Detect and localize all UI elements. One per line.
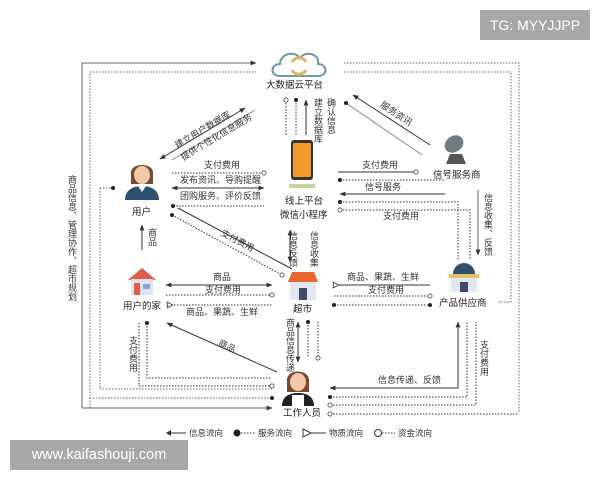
supplier-label: 产品供应商 xyxy=(439,298,487,309)
flow-label-home-staff-pay: 支付费用 xyxy=(127,336,137,372)
platform-label-line1: 线上平台 xyxy=(285,196,324,207)
watermark-bottom-left: www.kaifashouji.com xyxy=(10,440,188,470)
flow-label-signal-pay: 支付费用 xyxy=(362,161,399,171)
outer-frame-lines xyxy=(81,60,520,412)
legend-info-flow: 信息流向 xyxy=(166,427,223,439)
flow-label-product-info-transfer: 商品信息传递 xyxy=(284,318,294,372)
flow-label-info-collect-feedback: 信息收集、反馈 xyxy=(482,193,492,256)
flow-label-info-collect: 信息收集 xyxy=(308,231,318,267)
platform-label-line2: 微信小程序 xyxy=(280,210,328,221)
staff-label: 工作人员 xyxy=(283,408,322,419)
legend-label: 信息流向 xyxy=(189,429,224,439)
flow-label-supplier-staff-pay: 支付费用 xyxy=(478,340,488,376)
flow-label-supplier-produce: 商品、果蔬、生鲜 xyxy=(347,273,420,283)
legend-material-flow: 物质流向 xyxy=(302,427,363,439)
dot-icon xyxy=(233,429,256,437)
circle-icon xyxy=(374,429,396,437)
flow-label-home-pay: 支付费用 xyxy=(205,286,242,296)
warehouse-icon xyxy=(449,263,479,292)
flow-label-info-transfer-feedback: 信息传递、反馈 xyxy=(378,376,442,386)
store-icon xyxy=(288,272,318,300)
satellite-dish-icon xyxy=(444,135,466,164)
flow-label-supplier-pay: 支付费用 xyxy=(383,212,420,222)
signal-provider-label: 信号服务商 xyxy=(433,170,481,181)
flow-label-confirm-info: 确认信息 xyxy=(325,98,335,134)
flow-label-supplier-supermarket-pay: 支付费用 xyxy=(368,286,405,296)
legend-money-flow: 资金流向 xyxy=(373,427,432,439)
house-icon xyxy=(128,268,156,295)
supermarket-label: 超市 xyxy=(293,304,313,315)
flow-label-user-home-goods: 商品 xyxy=(146,228,156,246)
arrow-left-icon xyxy=(166,430,186,436)
legend-label: 服务流向 xyxy=(258,429,293,439)
flow-label-group-buy: 团购服务、评价反馈 xyxy=(180,192,262,202)
legend-service-flow: 服务流向 xyxy=(233,427,292,439)
flow-label-build-db: 建立数据库 xyxy=(312,98,322,143)
legend-label: 物质流向 xyxy=(329,429,364,439)
triangle-icon xyxy=(302,428,327,438)
watermark-top-right: TG: MYYJJPP xyxy=(480,10,590,40)
flow-label-publish-news: 发布资讯、导购提醒 xyxy=(180,176,262,186)
cloud-sync-icon xyxy=(271,52,327,77)
legend: 信息流向 服务流向 物质流向 资金流向 xyxy=(166,427,432,439)
user-label: 用户 xyxy=(132,207,152,218)
user-avatar-icon xyxy=(125,165,159,200)
flow-label-user-pay: 支付费用 xyxy=(204,161,241,171)
staff-avatar-icon xyxy=(282,371,314,406)
legend-label: 资金流向 xyxy=(398,429,433,439)
flow-label-left-management: 商品信息、管理协作、超市规划 xyxy=(66,175,76,301)
flow-label-signal-service: 信号服务 xyxy=(365,183,402,193)
flow-lines xyxy=(138,94,519,417)
smartphone-icon xyxy=(289,140,315,188)
flow-label-home-goods: 商品 xyxy=(213,273,232,283)
home-label: 用户的家 xyxy=(123,301,162,312)
flow-label-info-feedback: 信息反馈 xyxy=(287,231,297,267)
flow-label-home-produce: 商品、果蔬、生鲜 xyxy=(186,308,259,318)
cloud-platform-label: 大数据云平台 xyxy=(266,80,324,91)
